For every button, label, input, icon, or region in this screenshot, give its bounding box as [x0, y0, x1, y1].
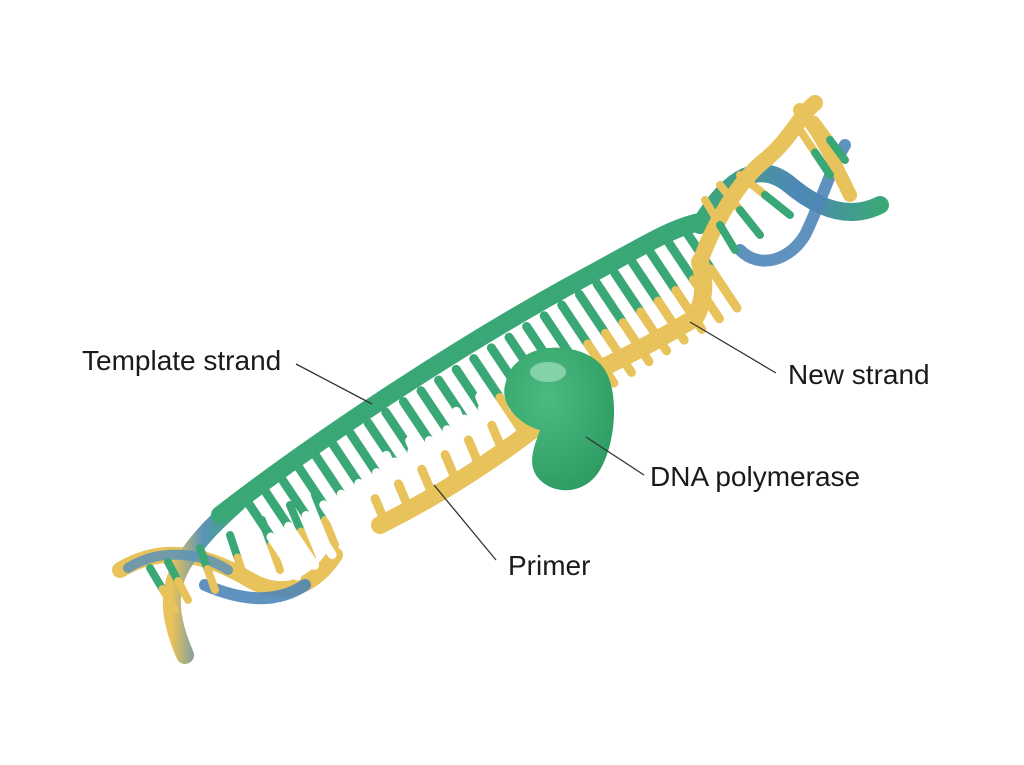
primer-pair-4-b — [445, 455, 455, 478]
base-pair-5-b — [341, 494, 367, 533]
base-pair-2-a — [263, 487, 289, 526]
base-pair-14-a — [474, 359, 500, 398]
label-primer: Primer — [508, 550, 590, 581]
base-pair-26-b — [711, 269, 737, 308]
base-pair-10-a — [403, 402, 429, 441]
right-pair-2-b — [740, 210, 760, 235]
leader-new-strand — [690, 322, 776, 373]
base-pair-6-a — [333, 444, 359, 483]
base-pair-1-a — [245, 498, 271, 537]
label-dna-polymerase: DNA polymerase — [650, 461, 860, 492]
right-helix — [700, 103, 880, 262]
base-pair-4-a — [298, 466, 324, 505]
base-pair-23-a — [632, 262, 658, 301]
base-pair-22-a — [615, 273, 641, 312]
leader-primer — [434, 485, 496, 560]
base-pair-5-a — [315, 455, 341, 494]
right-pair-3-b — [765, 195, 790, 215]
primer-pair-6-a — [480, 397, 492, 426]
base-pair-25-a — [667, 241, 693, 280]
base-pair-21-a — [597, 284, 623, 323]
right-pair-1-b — [720, 225, 735, 250]
base-pair-20-a — [579, 294, 605, 333]
leader-template-strand — [296, 364, 372, 404]
base-pair-24-a — [650, 251, 676, 290]
base-pair-19-a — [562, 305, 588, 344]
label-template-strand: Template strand — [82, 345, 281, 376]
label-new-strand: New strand — [788, 359, 930, 390]
primer-pair-3-a — [410, 441, 422, 470]
base-pair-rungs — [245, 230, 737, 576]
dna-polymerase-enzyme — [504, 348, 614, 491]
